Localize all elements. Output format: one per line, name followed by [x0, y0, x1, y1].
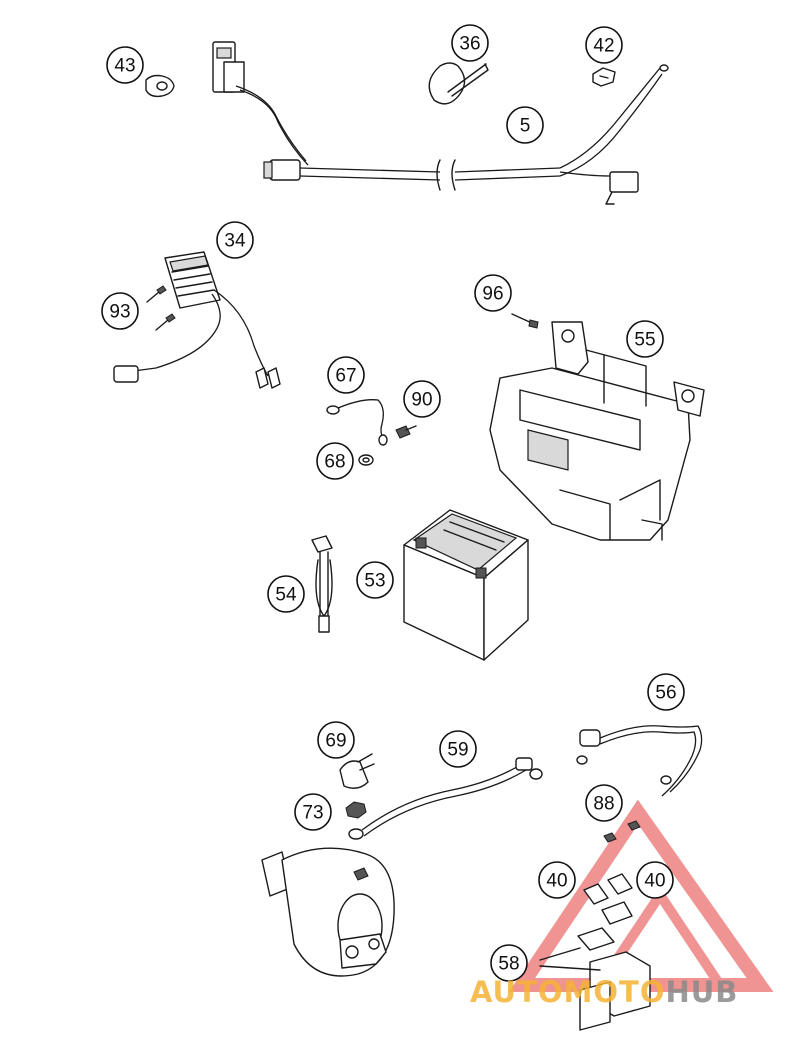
part-34-voltage-regulator: [113, 251, 281, 389]
callout-label: 36: [459, 34, 480, 55]
callout-label: 5: [520, 116, 531, 137]
watermark-text: AUTOMOTOHUB: [470, 975, 800, 1015]
part-42-clip: [592, 67, 616, 87]
callout-circle: [294, 793, 332, 831]
part-96-screw: [511, 313, 539, 329]
callout-circle: [585, 26, 623, 64]
callout-circle: [439, 730, 477, 768]
callout-label: 59: [447, 740, 468, 761]
callout-circle: [106, 46, 144, 84]
callout-circle: [403, 380, 441, 418]
callout-c59: 59: [439, 730, 477, 768]
part-5-wiring-harness: [212, 41, 669, 205]
callout-c43: 43: [106, 46, 144, 84]
callout-label: 40: [644, 871, 665, 892]
callout-label: 56: [655, 683, 676, 704]
callout-label: 96: [482, 284, 503, 305]
callout-c40b: 40: [636, 861, 674, 899]
part-53-battery: [403, 509, 529, 661]
callout-c54: 54: [267, 575, 305, 613]
callout-circle: [636, 861, 674, 899]
callout-label: 88: [593, 794, 614, 815]
part-90-bolt: [395, 425, 417, 439]
callout-label: 42: [593, 36, 614, 57]
callout-c69: 69: [317, 721, 355, 759]
callout-circle: [451, 24, 489, 62]
callout-circle: [101, 292, 139, 330]
callout-circle: [506, 106, 544, 144]
callout-circle: [267, 575, 305, 613]
callout-label: 68: [324, 452, 345, 473]
callout-c56: 56: [647, 673, 685, 711]
callout-circle: [538, 861, 576, 899]
callout-label: 90: [411, 390, 432, 411]
callout-c40a: 40: [538, 861, 576, 899]
callout-circle: [316, 442, 354, 480]
part-58-relay: [539, 927, 651, 1031]
callout-label: 69: [325, 731, 346, 752]
callout-c73: 73: [294, 793, 332, 831]
callout-c36: 36: [451, 24, 489, 62]
part-56-cable: [576, 725, 703, 797]
callout-label: 40: [546, 871, 567, 892]
part-67-ground-cable: [326, 399, 388, 446]
part-54-battery-strap: [311, 535, 333, 633]
callout-circle: [474, 274, 512, 312]
callout-circle: [490, 944, 528, 982]
callout-c55: 55: [626, 320, 664, 358]
callout-c42: 42: [585, 26, 623, 64]
callout-layer: 43 36 42 5 34 93 96 55 67 90 68 53 54 56 69 59 73 88 40 40 5…: [101, 24, 685, 982]
part-43-clip: [145, 74, 175, 98]
callout-circle: [317, 721, 355, 759]
part-69-boot-cap: [339, 753, 375, 789]
part-55-battery-box: [489, 321, 705, 541]
callout-circle: [626, 320, 664, 358]
callout-circle: [327, 356, 365, 394]
callout-label: 58: [498, 954, 519, 975]
callout-label: 93: [109, 302, 130, 323]
part-73-nut: [345, 801, 367, 819]
part-59-starter-cable: [348, 757, 543, 840]
callout-c34: 34: [216, 221, 254, 259]
part-36-cable-tie: [428, 62, 489, 105]
callout-circle: [356, 561, 394, 599]
callout-circle: [647, 673, 685, 711]
callout-label: 43: [114, 56, 135, 77]
part-68-washer: [358, 454, 374, 466]
callout-label: 53: [364, 571, 385, 592]
watermark-text-part1: AUTOMOTO: [470, 975, 666, 1009]
callout-circle: [585, 784, 623, 822]
callout-c88: 88: [585, 784, 623, 822]
watermark-text-part2: HUB: [665, 975, 739, 1009]
part-93-screws: [146, 285, 176, 331]
callout-c96: 96: [474, 274, 512, 312]
callout-circle: [216, 221, 254, 259]
callout-label: 34: [224, 231, 246, 252]
callout-c53: 53: [356, 561, 394, 599]
callout-label: 55: [634, 330, 655, 351]
part-40-fuses: [583, 873, 633, 925]
callout-c5: 5: [506, 106, 544, 144]
part-88-screws: [603, 820, 641, 843]
callout-label: 54: [275, 585, 297, 606]
callout-c90: 90: [403, 380, 441, 418]
callout-c68: 68: [316, 442, 354, 480]
callout-c58: 58: [490, 944, 528, 982]
starter-motor: [261, 847, 395, 977]
callout-label: 67: [335, 366, 356, 387]
callout-label: 73: [302, 803, 323, 824]
callout-c67: 67: [327, 356, 365, 394]
callout-c93: 93: [101, 292, 139, 330]
